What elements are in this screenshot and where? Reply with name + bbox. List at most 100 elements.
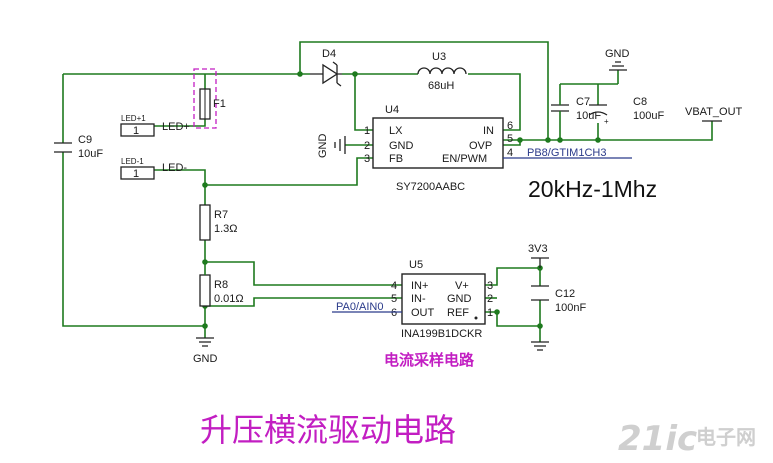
capacitor-c9[interactable]: C9 10uF xyxy=(54,134,103,160)
r8-value: 0.01Ω xyxy=(214,293,244,305)
u3-value: 68uH xyxy=(428,80,454,92)
junction-dot xyxy=(517,137,523,143)
pa0-label: PA0/AIN0 xyxy=(336,301,384,313)
pb8-label: PB8/GTIM1CH3 xyxy=(527,147,606,159)
led-minus-ref: LED-1 xyxy=(121,157,144,166)
selection-box xyxy=(193,68,217,129)
gnd-top-label: GND xyxy=(605,48,630,60)
gnd-symbol-u4: GND xyxy=(317,134,346,159)
c8-value: 100uF xyxy=(633,110,664,122)
ic-u5[interactable]: U5 INA199B1DCKR 4 IN+ 5 IN- 6 OUT 3 V+ 2… xyxy=(391,259,493,340)
capacitor-symbol-icon xyxy=(551,104,569,112)
u5-pin2-num: 2 xyxy=(487,293,493,305)
junction-dot xyxy=(202,323,208,329)
c12-value: 100nF xyxy=(555,302,586,314)
u4-pin3-name: FB xyxy=(389,153,403,165)
led-plus-pin: 1 xyxy=(133,125,139,137)
ground-icon xyxy=(609,61,627,71)
u4-pin5-num: 5 xyxy=(507,133,513,145)
connector-led-plus[interactable]: 1 LED+1 LED+ xyxy=(120,114,190,137)
gnd-bottom-label: GND xyxy=(193,353,218,365)
capacitor-symbol-icon xyxy=(531,285,549,301)
wires xyxy=(62,41,713,338)
u5-pin1-num: 1 xyxy=(487,307,493,319)
gnd-symbol-bottom: GND xyxy=(193,337,218,365)
junction-dot xyxy=(352,71,358,77)
r8-ref: R8 xyxy=(214,279,228,291)
u5-pin3-name: V+ xyxy=(455,280,469,292)
capacitor-c12[interactable]: C12 100nF xyxy=(531,285,586,314)
watermark-logo: 21ic 电子网 xyxy=(618,419,756,459)
u4-body xyxy=(372,117,504,169)
u5-ref: U5 xyxy=(409,259,423,271)
inductor-coil-icon xyxy=(417,67,467,75)
junction-dot xyxy=(537,323,543,329)
u5-body xyxy=(401,273,486,325)
u4-pin2-num: 2 xyxy=(364,140,370,152)
u5-pin4-name: IN+ xyxy=(411,280,428,292)
f1-ref: F1 xyxy=(213,98,226,110)
d4-ref: D4 xyxy=(322,48,336,60)
watermark-text: 电子网 xyxy=(696,425,756,449)
diode-symbol-icon xyxy=(322,63,339,85)
capacitor-symbol-icon xyxy=(54,142,72,153)
c9-value: 10uF xyxy=(78,148,103,160)
u5-pin2-name: GND xyxy=(447,293,472,305)
ground-icon xyxy=(196,337,214,347)
svg-text:+: + xyxy=(604,117,609,126)
net-label-pa0[interactable]: PA0/AIN0 xyxy=(332,301,402,313)
capacitor-c8[interactable]: + C8 100uF xyxy=(588,96,664,126)
resistor-r8[interactable]: R8 0.01Ω xyxy=(199,262,244,307)
inductor-u3[interactable]: U3 68uH xyxy=(417,51,467,92)
c9-ref: C9 xyxy=(78,134,92,146)
u4-pin4-name: EN/PWM xyxy=(442,153,487,165)
resistor-icon xyxy=(199,204,211,241)
ic-u4[interactable]: U4 SY7200AABC 1 LX 2 GND 3 FB 6 IN 5 OVP… xyxy=(364,104,513,193)
u5-pin1-name: REF xyxy=(447,307,469,319)
vbat-label: VBAT_OUT xyxy=(685,106,743,118)
fuse-f1[interactable]: F1 xyxy=(193,68,226,129)
u5-pin6-name: OUT xyxy=(411,307,435,319)
u3-ref: U3 xyxy=(432,51,446,63)
c7-ref: C7 xyxy=(576,96,590,108)
r7-ref: R7 xyxy=(214,209,228,221)
r7-value: 1.3Ω xyxy=(214,223,238,235)
u5-pin5-name: IN- xyxy=(411,293,426,305)
led-minus-pin: 1 xyxy=(133,168,139,180)
resistor-icon xyxy=(199,274,211,307)
junction-dot xyxy=(202,182,208,188)
port-vbat-out[interactable]: VBAT_OUT xyxy=(685,106,743,122)
gnd-u4-label: GND xyxy=(317,134,329,159)
circuit-title: 升压横流驱动电路 xyxy=(200,411,456,449)
gnd-symbol-c12 xyxy=(531,330,549,351)
junction-dot xyxy=(595,137,601,143)
net-label-pb8[interactable]: PB8/GTIM1CH3 xyxy=(503,147,632,159)
diode-d4[interactable]: D4 xyxy=(310,48,342,87)
connector-led-minus[interactable]: 1 LED-1 LED- xyxy=(120,157,187,180)
v33-label: 3V3 xyxy=(528,243,548,255)
u4-pin3-num: 3 xyxy=(364,153,370,165)
u4-pin6-num: 6 xyxy=(507,120,513,132)
led-minus-net: LED- xyxy=(162,162,187,174)
u4-ref: U4 xyxy=(385,104,399,116)
u4-part: SY7200AABC xyxy=(396,181,465,193)
capacitor-c7[interactable]: C7 10uF xyxy=(551,84,601,122)
ground-icon xyxy=(334,136,346,154)
frequency-note: 20kHz-1Mhz xyxy=(528,176,657,202)
resistor-r7[interactable]: R7 1.3Ω xyxy=(199,204,238,241)
u4-pin2-name: GND xyxy=(389,140,414,152)
current-sense-title: 电流采样电路 xyxy=(384,351,475,369)
u4-pin4-num: 4 xyxy=(507,147,513,159)
u5-pin4-num: 4 xyxy=(391,280,397,292)
power-3v3[interactable]: 3V3 xyxy=(528,243,549,268)
gnd-symbol-top: GND xyxy=(598,48,630,85)
c12-ref: C12 xyxy=(555,288,575,300)
led-plus-ref: LED+1 xyxy=(121,114,146,123)
junction-dot xyxy=(557,137,563,143)
junction-dot xyxy=(297,71,303,77)
c8-ref: C8 xyxy=(633,96,647,108)
u5-pin6-num: 6 xyxy=(391,307,397,319)
watermark-logo-text: 21ic xyxy=(618,419,697,459)
led-plus-net: LED+ xyxy=(162,121,190,133)
